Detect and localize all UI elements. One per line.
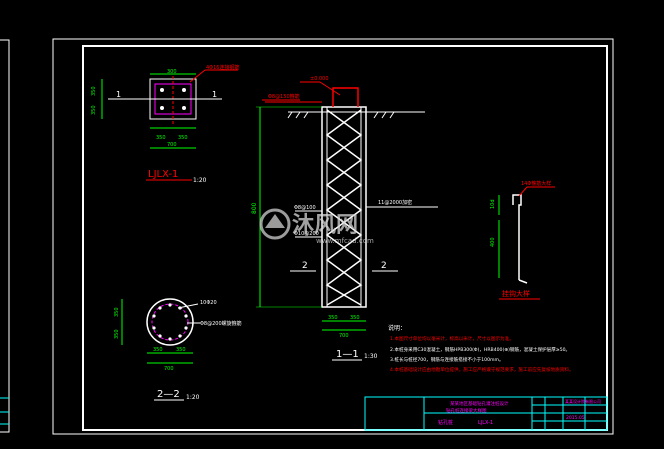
plan-dim-left-a: 350 <box>91 86 97 96</box>
rebar-dot <box>160 106 164 110</box>
outer-sheet-frame <box>52 38 614 435</box>
elev-dim-vertical: 800 <box>251 202 258 214</box>
notes-item-2: 2.本桩身采用C30混凝土，钢筋HPB300(Φ)，HRB400(⊕)钢筋，混凝… <box>390 346 570 353</box>
title-project-line2: 钻孔桩连接梁大样图 <box>446 407 487 414</box>
rebar-dot <box>182 106 186 110</box>
plan-dim-bottom-b: 350 <box>178 135 188 141</box>
rebar-dot <box>152 326 156 330</box>
plan-title: LJLX-1 <box>148 169 178 180</box>
section-dim-bottom-a: 350 <box>153 347 163 353</box>
elevation-view <box>256 81 438 331</box>
plan-dim-left-b: 350 <box>91 105 97 115</box>
elev-level-label-a: Φ8@100 <box>294 205 316 211</box>
ground-hatch <box>381 111 387 119</box>
notes-item-4: 4.本桩基础设计应由地勘单位提供，施工应严格遵守规范要求，施工前应先复核地质资料… <box>390 366 574 373</box>
title-drawing-no: LJLX-1 <box>478 420 493 426</box>
section-dim-bottom-b: 350 <box>176 347 186 353</box>
hook-rebar <box>512 194 522 280</box>
section-dim-left-a: 350 <box>114 307 120 317</box>
plan-section-mark-left: 1 <box>116 90 121 99</box>
elev-dim-bottom-total: 700 <box>339 333 349 339</box>
detail-label: 14Φ箍筋大样 <box>521 180 551 187</box>
inner-drawing-frame <box>82 45 608 431</box>
plan-section-mark-right: 1 <box>212 90 217 99</box>
section-scale: 1:20 <box>186 394 200 401</box>
elev-section-mark-right: 2 <box>381 261 387 271</box>
ground-hatch <box>303 111 309 119</box>
watermark-url: www.mfcad.com <box>316 237 374 245</box>
rebar-dot <box>184 326 188 330</box>
rebar-dot <box>184 314 188 318</box>
title-project-line1: 某某地区基础钻孔灌注桩设计 <box>450 400 509 407</box>
plan-dim-bottom-total: 700 <box>167 142 177 148</box>
adjacent-sheet-frame <box>0 39 10 433</box>
title-block <box>364 396 608 431</box>
section-label-right: Φ8@200螺旋箍筋 <box>200 320 242 327</box>
elev-dim-bottom-a: 350 <box>328 315 338 321</box>
leader-line <box>319 81 341 96</box>
plan-dim-top: 300 <box>167 69 177 75</box>
watermark-logo-mark <box>265 214 285 228</box>
ground-hatch <box>287 111 293 119</box>
elev-mark: ±0.000 <box>310 76 329 82</box>
hook-end <box>518 279 528 284</box>
ground-hatch <box>295 111 301 119</box>
elev-scale: 1:30 <box>364 353 378 360</box>
title-drawing-label: 钻孔桩 <box>438 419 453 426</box>
notes-item-1: 1.本图尺寸单位均以毫米计，标高以米计，尺寸以图示为准。 <box>390 335 514 342</box>
elev-right-label: 11@2000加密 <box>378 199 412 206</box>
plan-scale: 1:20 <box>193 177 207 184</box>
rebar-dot <box>160 88 164 92</box>
top-connection-rebar <box>332 87 359 107</box>
spiral-stirrup <box>325 109 363 306</box>
elev-dim-bottom-b: 350 <box>350 315 360 321</box>
leader-line <box>177 303 199 309</box>
title-company: 某某设计院有限公司 <box>565 398 601 404</box>
plan-rebar-label: 4Φ16连接钢筋 <box>206 64 239 71</box>
ground-hatch <box>389 111 395 119</box>
section-ring <box>151 303 189 341</box>
section-view <box>121 298 200 364</box>
plan-dim-bottom-a: 350 <box>156 135 166 141</box>
notes-item-3: 3.桩长与桩径700，钢筋与连接筋搭接不小于100mm。 <box>390 356 504 363</box>
rebar-dot <box>178 334 182 338</box>
detail-dim-b: 400 <box>490 237 496 247</box>
leader-line <box>518 186 528 197</box>
hook-detail <box>498 186 555 284</box>
rebar-dot <box>168 337 172 341</box>
leader-line <box>189 69 206 83</box>
elev-title: 1—1 <box>336 349 359 360</box>
notes-heading: 说明： <box>388 324 406 332</box>
section-label-top: 10Φ20 <box>200 300 217 306</box>
rebar-dot <box>158 334 162 338</box>
elev-top-label: Φ8@150箍筋 <box>268 93 300 100</box>
plan-view <box>101 69 238 149</box>
rebar-dot <box>158 306 162 310</box>
rebar-dot <box>182 88 186 92</box>
section-title: 2—2 <box>157 389 180 400</box>
section-outer-circle <box>146 298 194 346</box>
section-dim-left-b: 350 <box>114 329 120 339</box>
rebar-dot <box>152 314 156 318</box>
title-date: 2015.05 <box>566 415 585 421</box>
watermark: 沐风网 www.mfcad.com <box>259 208 374 245</box>
section-dim-bottom-total: 700 <box>164 366 174 372</box>
watermark-brand: 沐风网 <box>292 213 358 238</box>
rebar-dot <box>168 303 172 307</box>
ground-hatch <box>373 111 379 119</box>
spiral-stirrup-back <box>325 109 363 306</box>
elev-level-label-b: Φ10@200 <box>294 231 319 237</box>
elev-section-mark-left: 2 <box>302 261 308 271</box>
detail-dim-a: 10d <box>490 199 496 209</box>
detail-title: 挂钩大样 <box>502 289 530 298</box>
watermark-logo-icon <box>259 208 291 240</box>
